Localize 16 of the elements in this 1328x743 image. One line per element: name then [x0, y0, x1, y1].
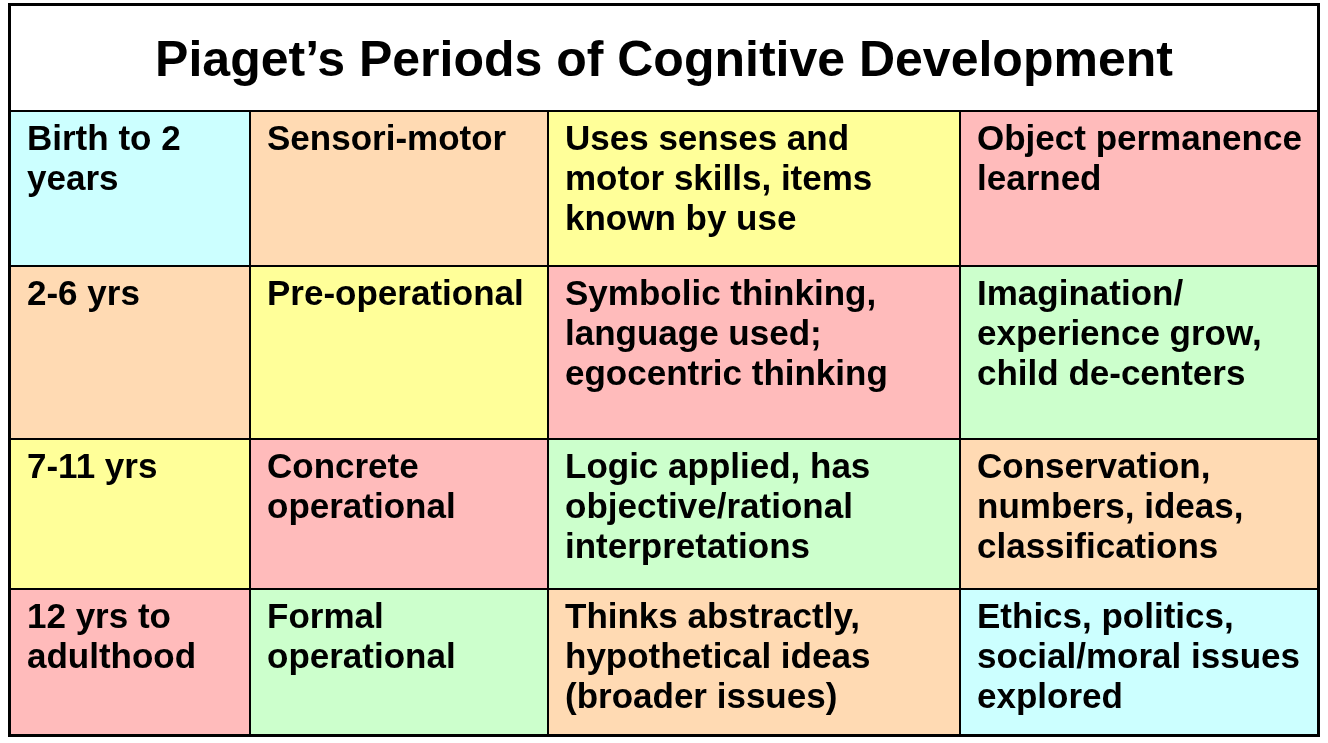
table-cell: Sensori-motor	[251, 112, 549, 267]
table-cell: Symbolic thinking, language used; egocentric thinking	[549, 267, 961, 440]
table-cell: 12 yrs to adulthood	[11, 590, 251, 734]
table-cell: Ethics, politics, social/moral issues explored	[961, 590, 1317, 734]
table-cell: Uses senses and motor skills, items known by use	[549, 112, 961, 267]
table-cell: Birth to 2 years	[11, 112, 251, 267]
table-cell: Formal operational	[251, 590, 549, 734]
table-cell: 7-11 yrs	[11, 440, 251, 590]
table-cell: 2-6 yrs	[11, 267, 251, 440]
table-cell: Conservation, numbers, ideas, classifications	[961, 440, 1317, 590]
table-cell: Logic applied, has objective/rational interpretations	[549, 440, 961, 590]
table-cell: Thinks abstractly, hypothetical ideas (broader issues)	[549, 590, 961, 734]
table-cell: Pre-operational	[251, 267, 549, 440]
table-cell: Object permanence learned	[961, 112, 1317, 267]
table-cell: Imagination/ experience grow, child de-centers	[961, 267, 1317, 440]
table-cell: Concrete operational	[251, 440, 549, 590]
